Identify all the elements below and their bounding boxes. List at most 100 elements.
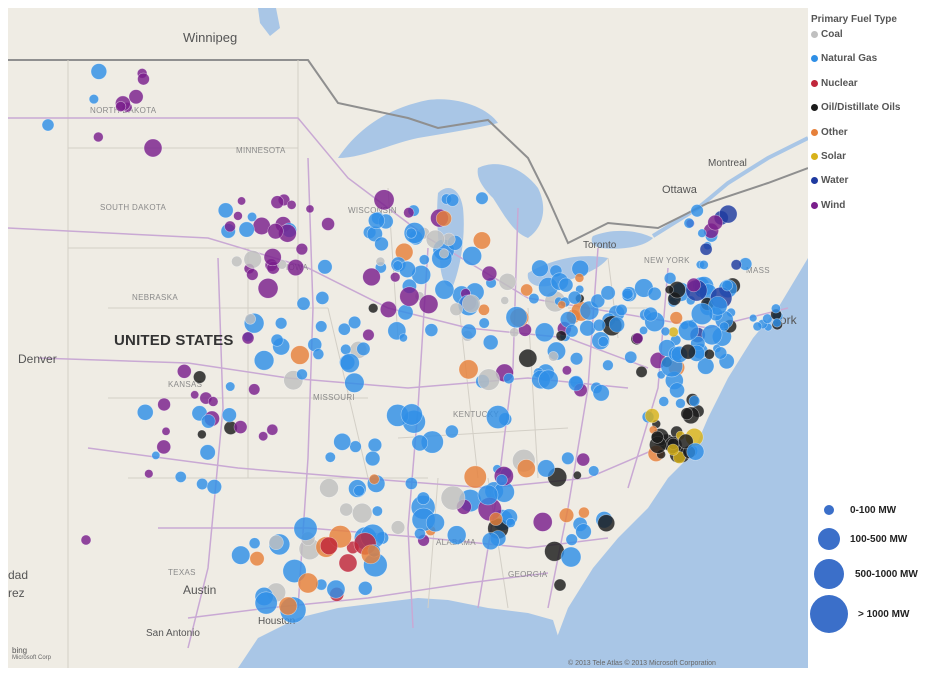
plant-marker[interactable]	[290, 345, 310, 365]
map-canvas[interactable]: Winnipeg NORTH DAKOTA MINNESOTA SOUTH DA…	[8, 8, 808, 668]
plant-marker[interactable]	[561, 365, 572, 376]
plant-marker[interactable]	[348, 315, 362, 329]
plant-marker[interactable]	[390, 272, 401, 283]
plant-marker[interactable]	[680, 344, 696, 360]
plant-marker[interactable]	[233, 420, 248, 434]
plant-marker[interactable]	[238, 221, 255, 238]
plant-marker[interactable]	[475, 191, 489, 205]
plant-marker[interactable]	[557, 300, 567, 310]
plant-marker[interactable]	[538, 369, 559, 390]
plant-marker[interactable]	[721, 279, 733, 292]
plant-marker[interactable]	[305, 204, 315, 214]
plant-marker[interactable]	[608, 316, 625, 333]
plant-marker[interactable]	[675, 398, 686, 409]
plant-marker[interactable]	[268, 534, 284, 550]
plant-marker[interactable]	[461, 323, 477, 340]
plant-marker[interactable]	[615, 303, 628, 316]
plant-marker[interactable]	[340, 343, 352, 355]
plant-marker[interactable]	[174, 471, 187, 483]
plant-marker[interactable]	[349, 440, 362, 453]
plant-marker[interactable]	[338, 553, 358, 573]
plant-marker[interactable]	[714, 346, 728, 360]
plant-marker[interactable]	[278, 596, 298, 616]
plant-marker[interactable]	[248, 383, 261, 396]
plant-marker[interactable]	[686, 277, 701, 293]
plant-marker[interactable]	[286, 200, 297, 210]
plant-marker[interactable]	[578, 506, 590, 519]
plant-marker[interactable]	[207, 396, 219, 407]
plant-marker[interactable]	[555, 330, 567, 342]
plant-marker[interactable]	[296, 296, 311, 311]
plant-marker[interactable]	[296, 368, 308, 381]
plant-marker[interactable]	[418, 294, 439, 314]
plant-marker[interactable]	[418, 254, 430, 266]
plant-marker[interactable]	[697, 228, 707, 238]
plant-marker[interactable]	[505, 517, 516, 528]
plant-marker[interactable]	[579, 320, 596, 337]
plant-marker[interactable]	[647, 286, 662, 301]
plant-marker[interactable]	[368, 303, 379, 314]
plant-marker[interactable]	[701, 324, 723, 346]
plant-marker[interactable]	[568, 375, 584, 392]
plant-marker[interactable]	[658, 396, 670, 407]
plant-marker[interactable]	[247, 211, 258, 222]
plant-marker[interactable]	[151, 451, 161, 460]
plant-marker[interactable]	[136, 404, 154, 421]
plant-marker[interactable]	[362, 267, 381, 287]
plant-marker[interactable]	[368, 212, 385, 230]
plant-marker[interactable]	[660, 326, 671, 337]
plant-marker[interactable]	[128, 89, 144, 105]
plant-marker[interactable]	[561, 451, 575, 465]
plant-marker[interactable]	[196, 478, 209, 491]
plant-marker[interactable]	[217, 202, 234, 219]
plant-marker[interactable]	[489, 512, 503, 526]
plant-marker[interactable]	[644, 408, 660, 424]
plant-marker[interactable]	[371, 505, 383, 517]
plant-marker[interactable]	[572, 470, 582, 480]
plant-marker[interactable]	[137, 72, 150, 86]
plant-marker[interactable]	[400, 403, 423, 426]
plant-marker[interactable]	[374, 236, 389, 252]
plant-marker[interactable]	[528, 293, 540, 305]
plant-marker[interactable]	[686, 442, 705, 461]
plant-marker[interactable]	[498, 273, 517, 291]
plant-marker[interactable]	[558, 277, 574, 293]
plant-marker[interactable]	[698, 260, 709, 270]
plant-marker[interactable]	[297, 572, 319, 594]
plant-marker[interactable]	[567, 290, 582, 305]
plant-marker[interactable]	[267, 223, 284, 240]
plant-marker[interactable]	[115, 101, 127, 112]
plant-marker[interactable]	[270, 195, 285, 209]
plant-marker[interactable]	[590, 293, 606, 309]
plant-marker[interactable]	[317, 259, 333, 275]
plant-marker[interactable]	[405, 227, 417, 239]
plant-marker[interactable]	[193, 370, 207, 384]
plant-marker[interactable]	[177, 364, 192, 379]
plant-marker[interactable]	[326, 579, 346, 599]
plant-marker[interactable]	[631, 332, 644, 345]
plant-marker[interactable]	[224, 220, 236, 233]
plant-marker[interactable]	[358, 581, 373, 596]
plant-marker[interactable]	[425, 229, 445, 249]
plant-marker[interactable]	[639, 325, 648, 335]
plant-marker[interactable]	[481, 532, 500, 551]
plant-marker[interactable]	[156, 439, 172, 455]
plant-marker[interactable]	[462, 246, 482, 266]
plant-marker[interactable]	[424, 323, 439, 337]
plant-marker[interactable]	[478, 317, 490, 329]
plant-marker[interactable]	[315, 291, 330, 305]
plant-marker[interactable]	[704, 348, 715, 360]
plant-marker[interactable]	[600, 285, 616, 301]
plant-marker[interactable]	[669, 311, 683, 325]
plant-marker[interactable]	[690, 204, 704, 218]
plant-marker[interactable]	[667, 443, 680, 456]
plant-marker[interactable]	[553, 578, 567, 592]
plant-marker[interactable]	[445, 424, 459, 439]
plant-marker[interactable]	[534, 322, 555, 343]
plant-marker[interactable]	[398, 333, 408, 343]
plant-marker[interactable]	[688, 395, 701, 407]
plant-marker[interactable]	[669, 382, 685, 399]
plant-marker[interactable]	[520, 283, 533, 297]
plant-marker[interactable]	[718, 204, 738, 224]
plant-marker[interactable]	[477, 484, 499, 506]
